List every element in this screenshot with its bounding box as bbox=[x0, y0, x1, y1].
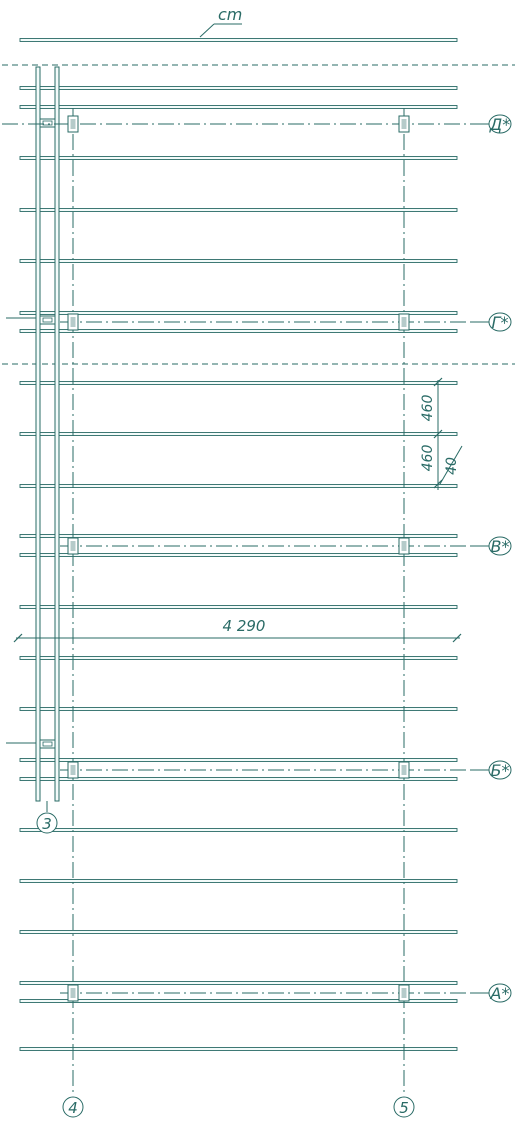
column-axis-label-3: 3 bbox=[42, 815, 52, 833]
column-3-plates bbox=[39, 118, 56, 749]
beam-13 bbox=[19, 553, 458, 557]
span-dimension-label: 4 290 bbox=[223, 617, 266, 635]
beam-7 bbox=[19, 311, 458, 315]
row-axis-label-g: Г* bbox=[492, 313, 509, 332]
column-axis-markers: 3 4 5 bbox=[36, 801, 415, 1118]
material-callout: cm bbox=[199, 5, 242, 38]
row-axis-markers: Д* Г* В* Б* А* bbox=[470, 114, 512, 1003]
support-plates bbox=[67, 115, 410, 1002]
beam-17 bbox=[19, 758, 458, 762]
support-plate-4-1 bbox=[67, 761, 79, 779]
beam-6 bbox=[19, 259, 458, 263]
beam-1 bbox=[19, 38, 458, 42]
support-plate-4-2 bbox=[398, 761, 410, 779]
spacing-label-a: 460 bbox=[420, 395, 436, 422]
support-plate-2-2 bbox=[398, 313, 410, 331]
beam-20 bbox=[19, 879, 458, 883]
beam-4 bbox=[19, 156, 458, 160]
row-axis-lines bbox=[2, 123, 470, 994]
horizontal-beams bbox=[19, 38, 458, 1051]
row-axis-marker-b: Б* bbox=[470, 760, 512, 780]
row-axis-label-b: Б* bbox=[491, 761, 510, 780]
beam-19 bbox=[19, 828, 458, 832]
support-plate-3-2 bbox=[398, 537, 410, 555]
row-axis-label-v: В* bbox=[491, 537, 510, 556]
beam-11 bbox=[19, 484, 458, 488]
beam-3 bbox=[19, 105, 458, 109]
row-axis-marker-g: Г* bbox=[470, 312, 512, 332]
beam-10 bbox=[19, 432, 458, 436]
column-axis-marker-4: 4 bbox=[62, 1096, 84, 1118]
beam-15 bbox=[19, 656, 458, 660]
column-axis-label-5: 5 bbox=[399, 1099, 409, 1117]
beam-21 bbox=[19, 930, 458, 934]
row-axis-marker-d: Д* bbox=[470, 114, 512, 134]
row-axis-label-a: А* bbox=[490, 984, 510, 1003]
spacing-dimension: 460 460 40 bbox=[420, 377, 463, 490]
beam-22 bbox=[19, 981, 458, 985]
beam-5 bbox=[19, 208, 458, 212]
gap-label: 40 bbox=[444, 457, 460, 475]
beam-12 bbox=[19, 534, 458, 538]
material-label: cm bbox=[218, 5, 242, 24]
support-plate-5-1 bbox=[67, 984, 79, 1002]
spacing-label-b: 460 bbox=[420, 445, 436, 472]
beam-8 bbox=[19, 329, 458, 333]
support-plate-1-1 bbox=[67, 115, 79, 133]
beam-14 bbox=[19, 605, 458, 609]
beam-23 bbox=[19, 999, 458, 1003]
column-axis-marker-5: 5 bbox=[393, 1096, 415, 1118]
support-plate-1-2 bbox=[398, 115, 410, 133]
beam-16 bbox=[19, 707, 458, 711]
beam-24 bbox=[19, 1047, 458, 1051]
row-axis-marker-v: В* bbox=[470, 536, 512, 556]
span-dimension: 4 290 bbox=[13, 617, 462, 643]
support-plate-3-1 bbox=[67, 537, 79, 555]
beam-9 bbox=[19, 381, 458, 385]
support-plate-2-1 bbox=[67, 313, 79, 331]
row-axis-marker-a: А* bbox=[470, 983, 512, 1003]
column-axis-marker-3: 3 bbox=[36, 801, 58, 834]
column-axis-label-4: 4 bbox=[68, 1099, 78, 1117]
column-3-profile bbox=[35, 66, 60, 802]
beam-18 bbox=[19, 777, 458, 781]
beam-2 bbox=[19, 86, 458, 90]
support-plate-5-2 bbox=[398, 984, 410, 1002]
row-axis-label-d: Д* bbox=[489, 115, 511, 134]
column-axis-lines bbox=[72, 108, 405, 1095]
